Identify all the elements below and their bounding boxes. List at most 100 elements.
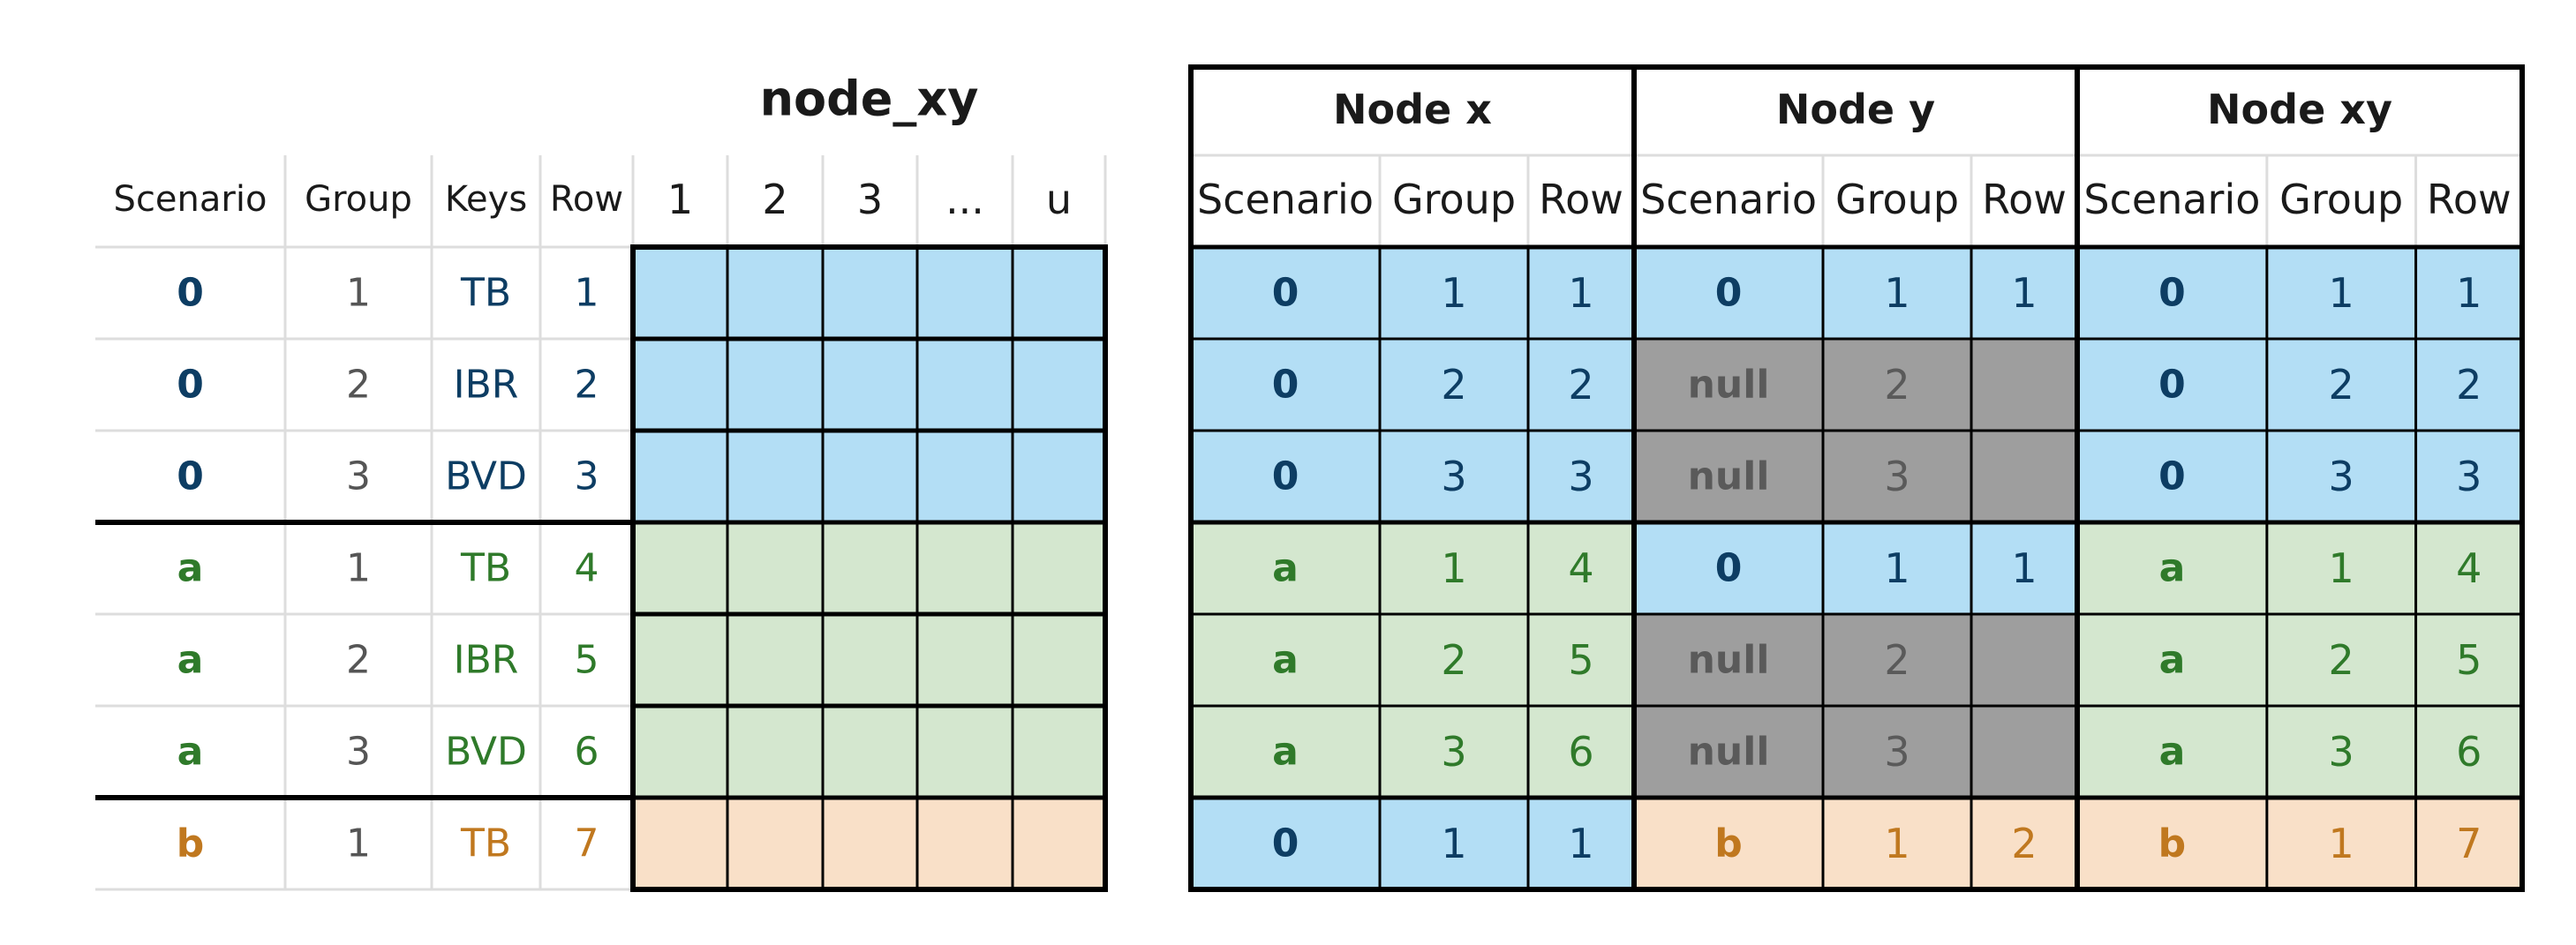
right-cell-fill: [2077, 706, 2522, 798]
right-cell-value: 2: [1441, 636, 1466, 684]
right-sub-header: Group: [1392, 176, 1516, 223]
left-cell-keys: TB: [460, 546, 511, 591]
left-value-cell: [633, 339, 727, 431]
left-value-cell: [727, 522, 823, 614]
right-cell-value: 5: [2456, 636, 2482, 684]
right-cell-value: a: [2159, 730, 2186, 775]
right-sub-header: Scenario: [1640, 176, 1817, 223]
right-cell-fill: [1634, 247, 2077, 339]
right-cell-value: 3: [2456, 453, 2482, 500]
right-cell-fill: [1634, 706, 2077, 798]
right-cell-value: 0: [1715, 546, 1743, 591]
right-cell-fill: [1191, 798, 1634, 889]
right-cell-value: 2: [1441, 361, 1466, 409]
left-cell-scenario: 0: [177, 454, 204, 499]
left-value-cell: [727, 614, 823, 706]
left-cell-group: 1: [346, 271, 371, 316]
right-cell-fill: [1634, 522, 2077, 614]
right-cell-value: 0: [1715, 271, 1743, 316]
right-cell-fill: [1191, 614, 1634, 706]
left-value-cell: [633, 431, 727, 522]
left-value-cell: [917, 706, 1013, 798]
right-cell-value: 1: [1441, 269, 1466, 317]
right-cell-value: 0: [2158, 454, 2186, 499]
right-cell-fill: [1634, 339, 2077, 431]
right-cell-value: 1: [1884, 820, 1909, 867]
left-value-cell: [1013, 706, 1105, 798]
right-cell-fill: [1191, 706, 1634, 798]
left-value-cell: [1013, 614, 1105, 706]
left-cell-keys: BVD: [445, 454, 527, 499]
right-cell-value: 0: [2158, 271, 2186, 316]
right-cell-value: 1: [2329, 269, 2354, 317]
right-cell-fill: [1191, 431, 1634, 522]
right-cell-fill: [2077, 522, 2522, 614]
right-cell-value: 1: [1884, 544, 1909, 592]
left-header-1: Scenario: [114, 179, 267, 220]
right-group-header-1: Node x: [1333, 86, 1492, 133]
left-value-cell: [633, 706, 727, 798]
right-cell-value: 1: [2329, 544, 2354, 592]
left-cell-row: 7: [575, 821, 599, 866]
left-value-cell: [727, 431, 823, 522]
left-cell-group: 3: [346, 454, 371, 499]
right-cell-value: 3: [1884, 728, 1909, 776]
right-cell-value: a: [1272, 730, 1299, 775]
right-sub-header: Scenario: [1197, 176, 1374, 223]
right-cell-value: a: [2159, 546, 2186, 591]
right-cell-value: b: [2158, 821, 2187, 866]
right-cell-value: 0: [1272, 363, 1299, 408]
right-group-header-2: Node y: [1776, 86, 1935, 133]
right-sub-header: Group: [2279, 176, 2403, 223]
right-cell-value: 1: [1568, 820, 1593, 867]
left-value-cell: [823, 522, 917, 614]
left-value-cell: [823, 798, 917, 889]
right-cell-value: 5: [1568, 636, 1593, 684]
right-cell-value: 1: [1568, 269, 1593, 317]
right-cell-value: a: [1272, 546, 1299, 591]
left-cell-keys: IBR: [454, 638, 519, 683]
left-header-5: 1: [667, 176, 693, 223]
right-cell-value: a: [2159, 638, 2186, 683]
right-cell-value: 2: [2329, 361, 2354, 409]
left-cell-keys: BVD: [445, 730, 527, 775]
right-group-header-3: Node xy: [2207, 86, 2392, 133]
left-value-cell: [633, 614, 727, 706]
right-table-border: [1188, 64, 2525, 892]
right-cell-value: 1: [2329, 820, 2354, 867]
left-cell-scenario: a: [177, 730, 204, 775]
right-cell-value: 2: [2329, 636, 2354, 684]
left-cell-group: 3: [346, 730, 371, 775]
right-cell-value: 3: [1568, 453, 1593, 500]
right-cell-value: 7: [2456, 820, 2482, 867]
right-cell-value: 1: [2456, 269, 2482, 317]
right-cell-value: 1: [1441, 820, 1466, 867]
left-value-cell: [1013, 522, 1105, 614]
right-cell-value: 3: [2329, 728, 2354, 776]
left-value-cell: [823, 339, 917, 431]
left-cell-scenario: 0: [177, 271, 204, 316]
right-cell-value: 1: [1441, 544, 1466, 592]
left-value-cell: [917, 798, 1013, 889]
right-cell-value: 6: [1568, 728, 1593, 776]
right-cell-fill: [2077, 247, 2522, 339]
left-value-grid-border: [630, 244, 1108, 892]
right-cell-value: a: [1272, 638, 1299, 683]
left-cell-group: 1: [346, 821, 371, 866]
left-value-cell: [1013, 339, 1105, 431]
right-cell-value: 3: [1441, 453, 1466, 500]
left-header-8: ...: [945, 176, 984, 223]
left-value-cell: [727, 339, 823, 431]
right-cell-value: 2: [1568, 361, 1593, 409]
left-value-cell: [1013, 247, 1105, 339]
left-value-cell: [727, 706, 823, 798]
right-cell-value: 3: [1441, 728, 1466, 776]
right-cell-value: b: [1714, 821, 1743, 866]
left-value-cell: [917, 522, 1013, 614]
right-cell-value: 4: [2456, 544, 2482, 592]
left-cell-keys: TB: [460, 271, 511, 316]
left-cell-keys: IBR: [454, 363, 519, 408]
right-cell-value: 2: [2456, 361, 2482, 409]
left-value-cell: [633, 798, 727, 889]
